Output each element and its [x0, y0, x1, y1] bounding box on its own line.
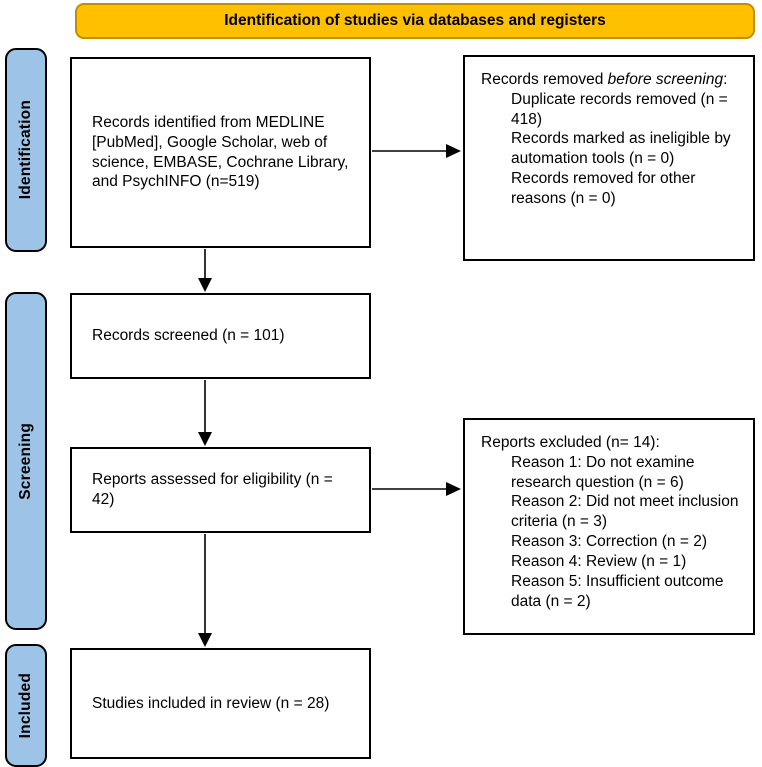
stage-label-included: Included — [5, 644, 47, 767]
records-identified-text: Records identified from MEDLINE [PubMed]… — [92, 113, 349, 191]
list-item: Reason 5: Insufficient outcome data (n =… — [511, 572, 724, 610]
stage-screening-text: Screening — [17, 422, 34, 500]
box-studies-included: Studies included in review (n = 28) — [70, 648, 371, 759]
reports-assessed-text: Reports assessed for eligibility (n = 42… — [92, 471, 333, 508]
list-item: Reason 4: Review (n = 1) — [511, 552, 687, 570]
reports-excluded-list: Reason 1: Do not examine research questi… — [481, 453, 745, 612]
list-item: Reason 2: Did not meet inclusion criteri… — [511, 493, 739, 531]
list-item: Duplicate records removed (n = 418) — [511, 90, 728, 128]
box-records-removed: Records removed before screening: Duplic… — [463, 55, 755, 261]
stage-identification-text: Identification — [17, 100, 34, 200]
records-removed-list: Duplicate records removed (n = 418) Reco… — [481, 90, 745, 209]
list-item: Reason 3: Correction (n = 2) — [511, 533, 707, 551]
list-item: Records marked as ineligible by automati… — [511, 130, 731, 168]
records-removed-intro-suffix: : — [723, 71, 728, 88]
box-records-identified: Records identified from MEDLINE [PubMed]… — [70, 57, 371, 248]
box-reports-assessed: Reports assessed for eligibility (n = 42… — [70, 447, 371, 533]
list-item: Reason 1: Do not examine research questi… — [511, 453, 695, 491]
records-removed-intro-plain: Records removed — [481, 71, 608, 88]
records-removed-intro-italic: before screening — [607, 71, 724, 88]
records-removed-intro: Records removed before screening: — [481, 70, 745, 90]
reports-excluded-intro: Reports excluded (n= 14): — [481, 434, 660, 451]
records-screened-text: Records screened (n = 101) — [92, 327, 285, 345]
arrow-assessed-to-excluded — [372, 482, 461, 496]
arrow-assessed-to-included — [198, 534, 212, 647]
arrow-identified-to-removed — [372, 144, 461, 158]
studies-included-text: Studies included in review (n = 28) — [92, 694, 330, 712]
stage-label-screening: Screening — [5, 292, 47, 630]
stage-included-text: Included — [17, 672, 34, 739]
arrow-identified-to-screened — [198, 249, 212, 292]
banner-title: Identification of studies via databases … — [224, 12, 606, 29]
arrow-screened-to-assessed — [198, 380, 212, 446]
box-reports-excluded: Reports excluded (n= 14): Reason 1: Do n… — [463, 418, 755, 635]
box-records-screened: Records screened (n = 101) — [70, 293, 371, 379]
list-item: Records removed for other reasons (n = 0… — [511, 170, 696, 207]
banner-identification-of-studies: Identification of studies via databases … — [75, 3, 755, 39]
stage-label-identification: Identification — [5, 48, 47, 252]
